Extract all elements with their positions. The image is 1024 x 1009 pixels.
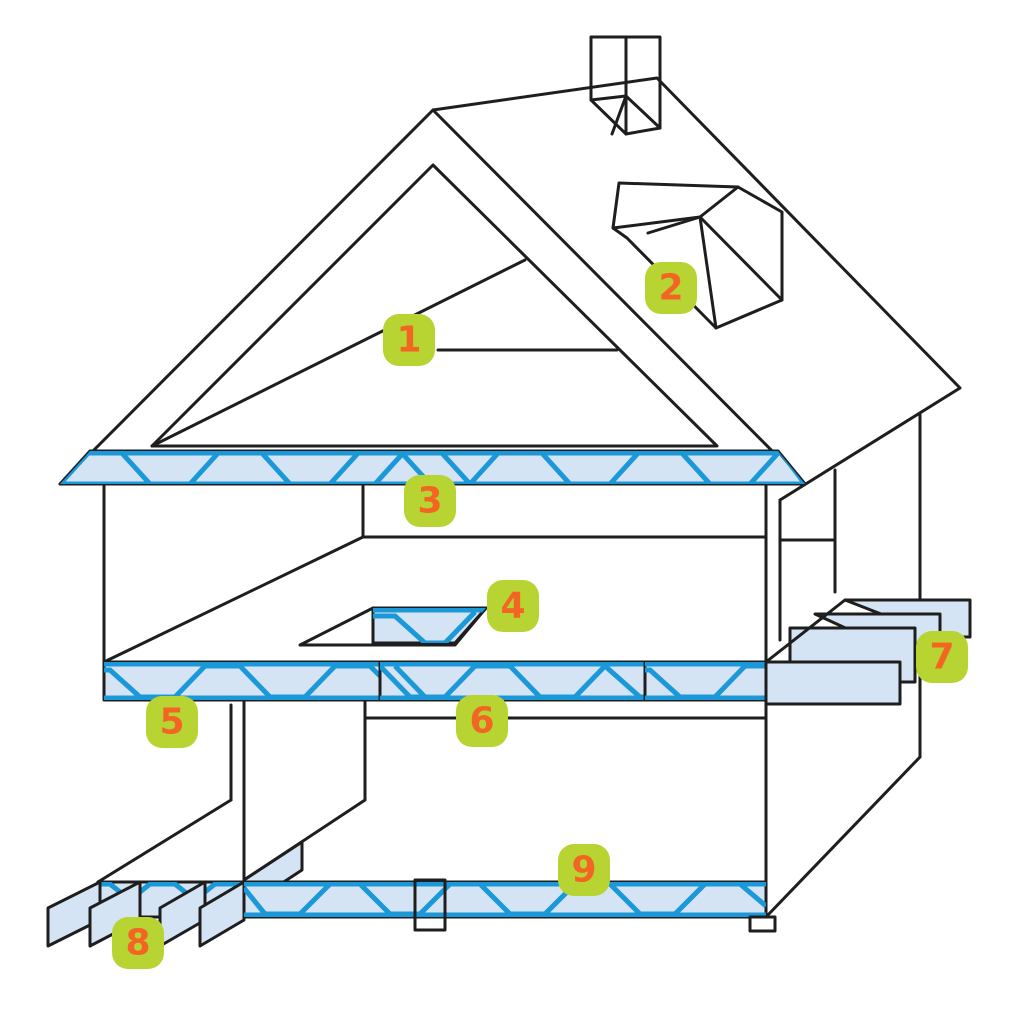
attic-hatch-insulation	[298, 606, 488, 647]
roof	[58, 76, 962, 502]
badge-9-label: 9	[571, 850, 596, 891]
badge-5: 5	[146, 696, 198, 748]
attic-floor-insulation	[58, 449, 807, 486]
badge-4-label: 4	[500, 586, 525, 627]
badge-9: 9	[558, 844, 610, 896]
badge-1: 1	[383, 314, 435, 366]
badge-2-label: 2	[658, 268, 683, 309]
badge-7-label: 7	[929, 637, 954, 678]
badge-8-label: 8	[125, 923, 150, 964]
chimney	[589, 35, 662, 136]
badge-6: 6	[456, 695, 508, 747]
badge-8: 8	[112, 917, 164, 969]
upper-floor-insulation	[102, 660, 768, 702]
badge-6-label: 6	[469, 701, 494, 742]
badge-1-label: 1	[396, 320, 421, 361]
basement-floor-insulation	[242, 878, 777, 933]
badge-5-label: 5	[159, 702, 184, 743]
badge-3: 3	[404, 475, 456, 527]
badge-2: 2	[645, 262, 697, 314]
dormer	[611, 181, 784, 330]
badge-3-label: 3	[417, 481, 442, 522]
badge-4: 4	[487, 580, 539, 632]
porch-rim-boards	[764, 598, 972, 706]
badge-7: 7	[916, 631, 968, 683]
